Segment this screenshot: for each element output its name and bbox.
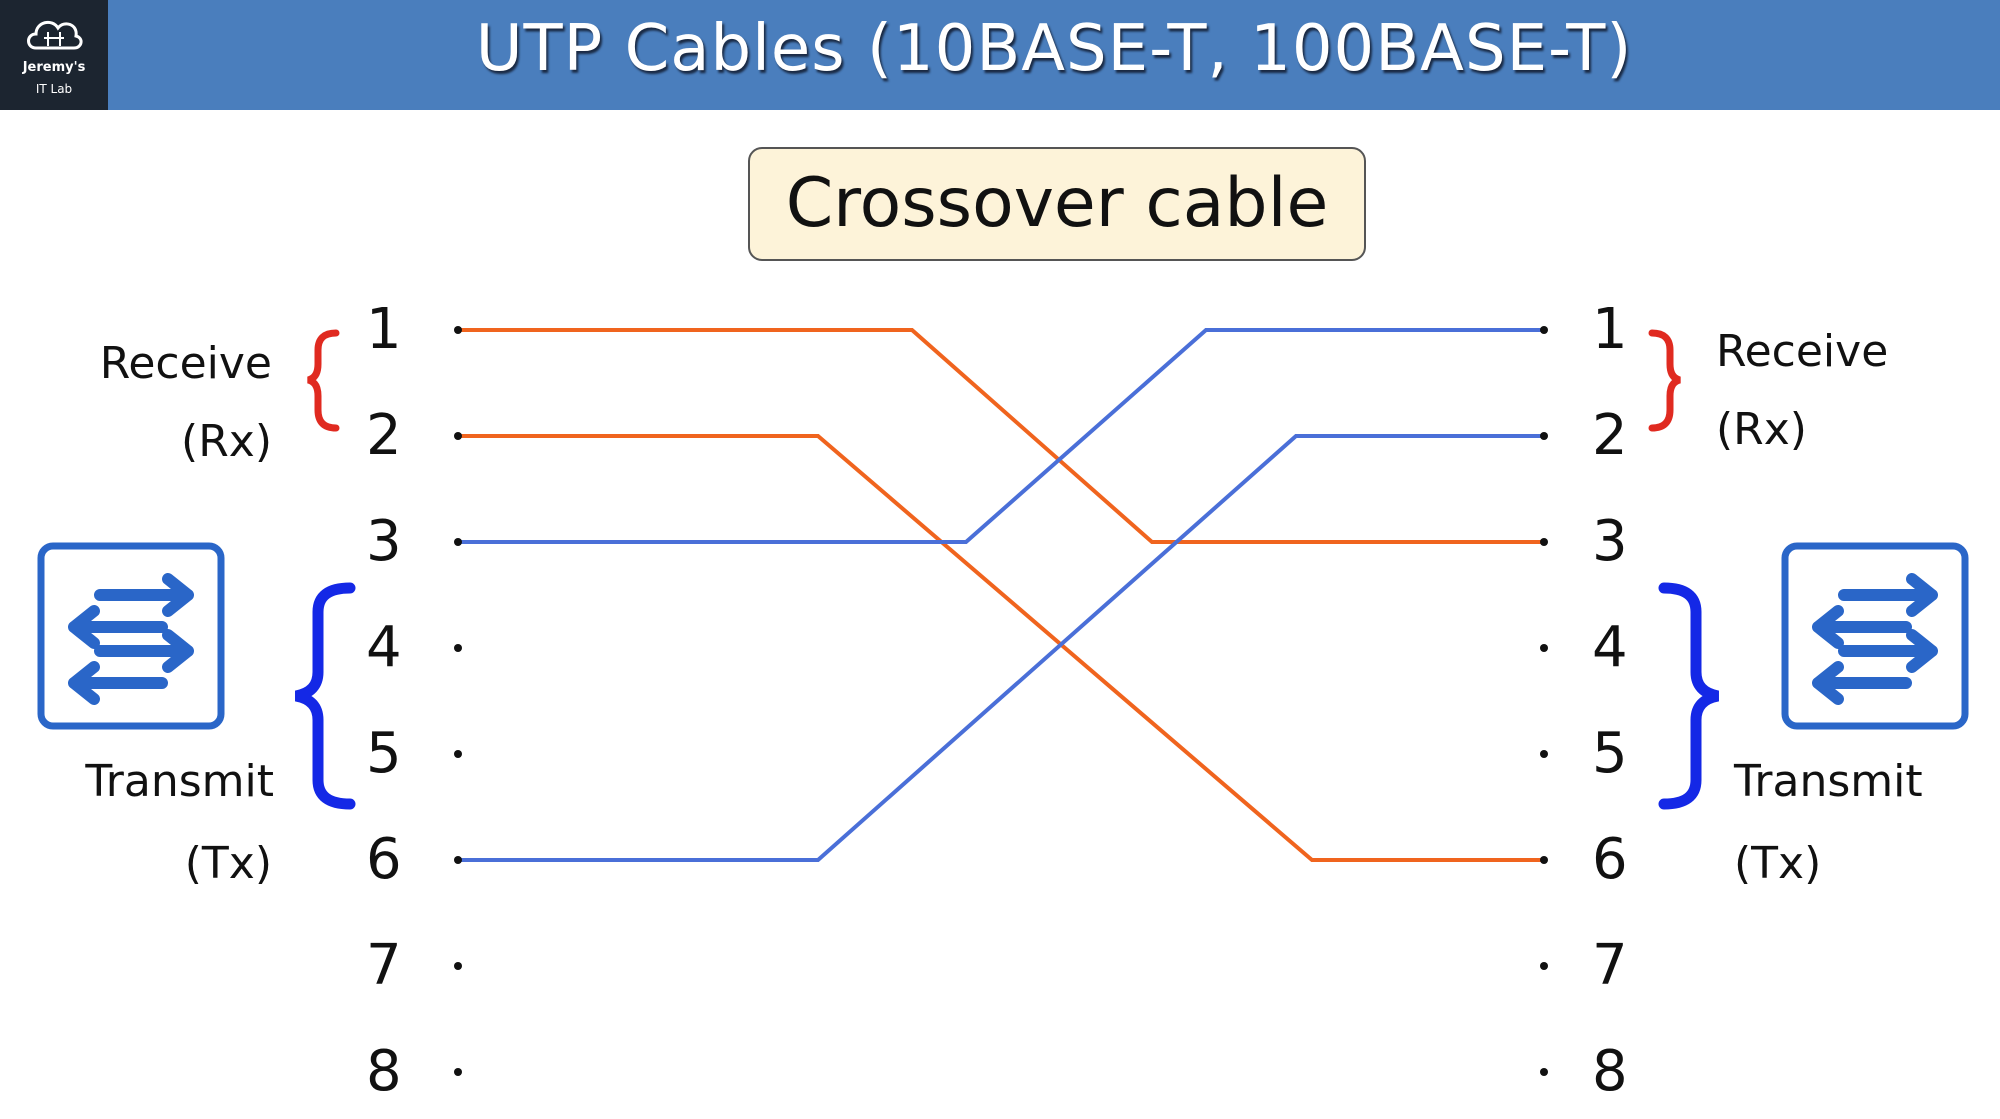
left-pin-6: 6 (366, 827, 402, 892)
right-transmit-label: Transmit (1733, 756, 1923, 807)
left-pin-1: 1 (366, 297, 402, 362)
header-bar: Jeremy's IT Lab UTP Cables (10BASE-T, 10… (0, 0, 2000, 110)
left-pin-5: 5 (366, 721, 402, 786)
left-wire-endpoint-6 (454, 856, 462, 864)
right-rx-bracket (1648, 329, 1681, 432)
right-wire-endpoint-3 (1540, 538, 1548, 546)
left-receive-label: Receive (100, 338, 272, 389)
left-tx-bracket (294, 582, 356, 810)
left-pin-4: 4 (366, 615, 402, 680)
left-pin-3: 3 (366, 509, 402, 574)
right-pin-8: 8 (1592, 1039, 1628, 1104)
left-pin-8: 8 (366, 1039, 402, 1104)
subtitle-box: Crossover cable (748, 147, 1366, 261)
left-pin-2: 2 (366, 403, 402, 468)
switch-icon (37, 542, 225, 730)
right-dot-5 (1540, 750, 1548, 758)
left-transmit-label: Transmit (84, 756, 274, 807)
switch-icon (1781, 542, 1969, 730)
wire-pin6-to-pin2 (458, 434, 1544, 862)
logo-line-1: Jeremy's (22, 60, 86, 75)
left-pin-7: 7 (366, 933, 402, 998)
right-wire-endpoint-1 (1540, 326, 1548, 334)
right-pin-2: 2 (1592, 403, 1628, 468)
cloud-network-icon (27, 20, 83, 50)
right-receive-label: Receive (1716, 326, 1888, 377)
right-receive-abbr: (Rx) (1716, 404, 1807, 455)
logo-line-2: IT Lab (35, 82, 73, 96)
right-pin-6: 6 (1592, 827, 1628, 892)
right-dot-7 (1540, 962, 1548, 970)
left-dot-7 (454, 962, 462, 970)
left-receive-abbr: (Rx) (181, 416, 272, 467)
right-pin-3: 3 (1592, 509, 1628, 574)
wire-group (454, 326, 1548, 864)
wire-pin1-to-pin3 (458, 328, 1544, 544)
right-tx-bracket (1658, 582, 1720, 810)
left-dot-4 (454, 644, 462, 652)
right-wire-endpoint-2 (1540, 432, 1548, 440)
wire-pin2-to-pin6 (458, 434, 1544, 862)
left-dot-5 (454, 750, 462, 758)
left-wire-endpoint-1 (454, 326, 462, 334)
left-wire-endpoint-2 (454, 432, 462, 440)
wire-pin3-to-pin1 (458, 328, 1544, 544)
right-pin-7: 7 (1592, 933, 1628, 998)
left-transmit-abbr: (Tx) (185, 838, 272, 889)
right-transmit-abbr: (Tx) (1734, 838, 1821, 889)
page-title: UTP Cables (10BASE-T, 100BASE-T) (475, 12, 1633, 86)
right-dot-8 (1540, 1068, 1548, 1076)
right-wire-endpoint-6 (1540, 856, 1548, 864)
left-wire-endpoint-3 (454, 538, 462, 546)
subtitle: Crossover cable (785, 164, 1329, 243)
right-pin-group: 1 2 3 4 5 6 7 8 (1592, 297, 1628, 1104)
left-rx-bracket (307, 329, 340, 432)
left-pin-group: 1 2 3 4 5 6 7 8 (366, 297, 402, 1104)
right-pin-1: 1 (1592, 297, 1628, 362)
right-pin-4: 4 (1592, 615, 1628, 680)
right-dot-4 (1540, 644, 1548, 652)
unused-pin-dots (454, 644, 1548, 1076)
left-dot-8 (454, 1068, 462, 1076)
logo: Jeremy's IT Lab (0, 0, 108, 110)
right-pin-5: 5 (1592, 721, 1628, 786)
